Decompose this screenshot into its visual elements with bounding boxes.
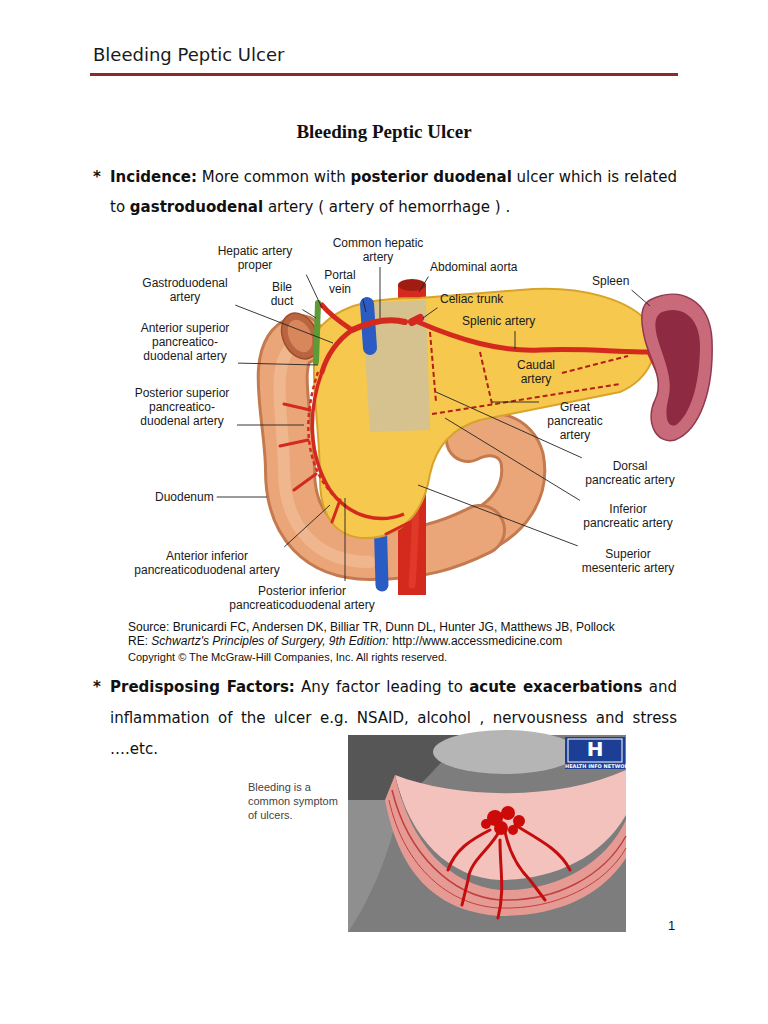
artery-label: Anterior superior pancreatico-duodenal a… [135,321,235,363]
stomach-wall [385,775,626,916]
bold-term: gastroduodenal [130,198,263,216]
artery-label: Posterior inferior pancreaticoduodenal a… [227,584,377,612]
artery-label: Superior mesenteric artery [581,547,676,575]
copyright-note: Copyright © The McGraw-Hill Companies, I… [128,651,447,664]
bullet-mark: * [93,672,101,703]
pancreas-anatomy [274,279,712,595]
bold-term: posterior duodenal [350,168,511,186]
image-caption: Bleeding is a common symptom of ulcers. [248,780,346,822]
posterior-arcade [308,372,338,500]
bold-term: Incidence: [110,168,197,186]
artery-label: Great pancreatic artery [542,400,608,442]
leader-line [418,485,578,546]
leader-line [306,275,322,308]
spleen [642,294,712,440]
bleeding-vessels [448,825,570,918]
logo-box [565,737,625,769]
predisposing-paragraph: Predisposing Factors: Any factor leading… [110,672,677,765]
leader-line [235,305,333,343]
artery-label: Hepatic artery proper [205,244,305,272]
leader-line [238,363,318,365]
logo-letter: H [565,737,625,761]
leader-line [419,277,428,292]
vein-label: Portal vein [318,268,362,296]
pancreas [314,289,655,538]
artery-label: Posterior superior pancreatico-duodenal … [130,386,234,428]
header-rule [90,73,678,76]
great-pancreatic-artery [480,352,492,404]
organ-label: Spleen [592,274,629,288]
ulcer-illustration [348,730,626,932]
inferior-pancreatic-artery [432,384,620,414]
bile-duct [316,303,318,362]
organ-label: Duodenum [155,490,214,504]
caudal-artery [562,356,628,373]
hepatic-artery-proper [322,305,352,330]
page-title: Bleeding Peptic Ulcer [0,120,768,144]
spleen-interior [655,310,700,426]
aorta-top [398,279,426,291]
artery-label: Gastroduodenal artery [138,276,233,304]
body-text: Any factor leading to [301,678,463,696]
blood-clot [501,806,515,820]
artery-label: Splenic artery [462,314,535,328]
leader-line [345,498,346,581]
vessel-label: Abdominal aorta [430,260,517,274]
duodenal-lumen [283,316,317,356]
wall-layer [389,800,626,908]
artery-label: Celiac trunk [440,292,503,306]
italic-title: Schwartz's Principles of Surgery, 9th Ed… [151,634,389,648]
blood-clot [513,815,525,827]
source-citation: Source: Brunicardi FC, Andersen DK, Bill… [128,620,633,648]
leader-line [632,290,650,306]
artery-label: Inferior pancreatic artery [583,502,674,530]
artery-label: Caudal artery [514,358,558,386]
logo-text: HEALTH INFO NETWORK [565,763,625,769]
blood-clot [508,825,518,835]
bold-term: acute exacerbations [469,678,642,696]
artery-label: Dorsal pancreatic artery [585,459,676,487]
running-header: Bleeding Peptic Ulcer [93,44,284,66]
leader-line [380,267,381,318]
body-text: artery ( artery of hemorrhage ) . [268,198,510,216]
leader-line [303,310,317,318]
leader-line [492,402,539,403]
leader-line [423,308,438,318]
leader-line [217,497,267,498]
common-hepatic-artery [352,320,405,330]
light-tissue [433,730,577,774]
incidence-paragraph: Incidence: More common with posterior du… [110,162,677,222]
page-number: 1 [668,918,675,934]
body-text: http://www.accessmedicine.com [392,634,562,648]
leader-line [515,331,516,349]
body-text: More common with [202,168,346,186]
bold-term: Predisposing Factors: [110,678,295,696]
leader-line [284,505,330,547]
artery-label: Common hepatic artery [328,236,428,264]
leader-line [237,425,304,426]
gastroduodenal-artery [322,330,352,372]
blood-clot [481,819,491,829]
anterior-arcade [312,372,404,519]
duct-label: Bile duct [264,280,300,308]
bullet-mark: * [93,162,101,192]
artery-label: Anterior inferior pancreaticoduodenal ar… [132,549,282,577]
leader-line [363,299,366,312]
blood-clot [494,821,508,835]
dorsal-pancreatic-artery [430,332,436,402]
